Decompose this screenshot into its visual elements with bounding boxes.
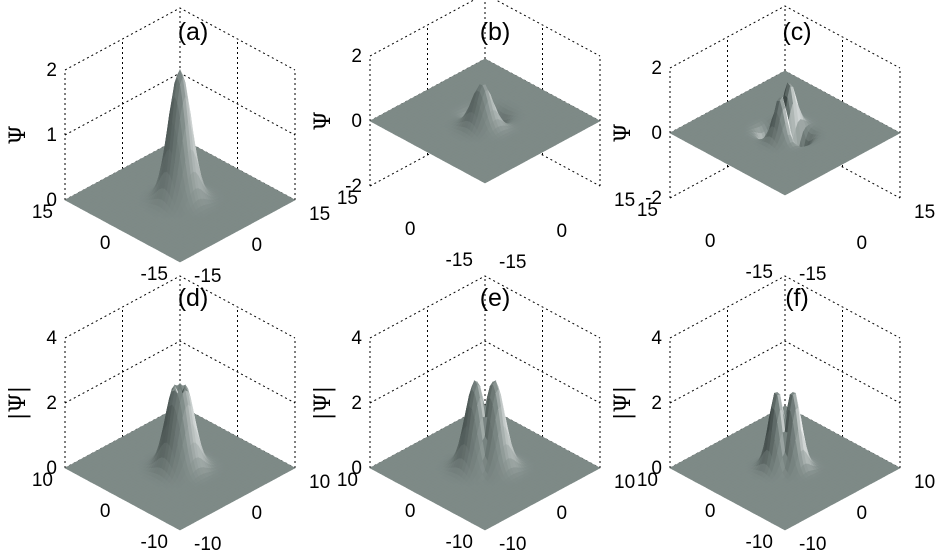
surface xyxy=(369,58,601,184)
y-tick-label: 0 xyxy=(405,219,416,240)
x-tick-label: -15 xyxy=(499,252,526,273)
surface xyxy=(669,70,901,196)
z-tick-label: 0 xyxy=(351,111,362,132)
y-tick-label: 15 xyxy=(32,202,53,223)
panel-title: (a) xyxy=(178,18,209,46)
z-tick-label: 2 xyxy=(46,60,57,81)
z-axis-label: Ψ xyxy=(6,125,31,144)
z-axis-label: Ψ xyxy=(311,111,336,130)
panel-title: (b) xyxy=(480,18,511,46)
z-tick-label: 1 xyxy=(46,125,57,146)
y-tick-label: 0 xyxy=(100,233,111,254)
y-tick-label: -15 xyxy=(141,264,168,285)
x-tick-label: 0 xyxy=(557,221,568,242)
x-tick-label: 15 xyxy=(309,204,330,225)
z-tick-label: 2 xyxy=(351,46,362,67)
y-tick-label: -15 xyxy=(446,250,473,271)
x-tick-label: 0 xyxy=(252,235,263,256)
surface xyxy=(64,69,296,263)
x-tick-label: 15 xyxy=(614,190,635,211)
y-tick-label: 15 xyxy=(337,188,358,209)
